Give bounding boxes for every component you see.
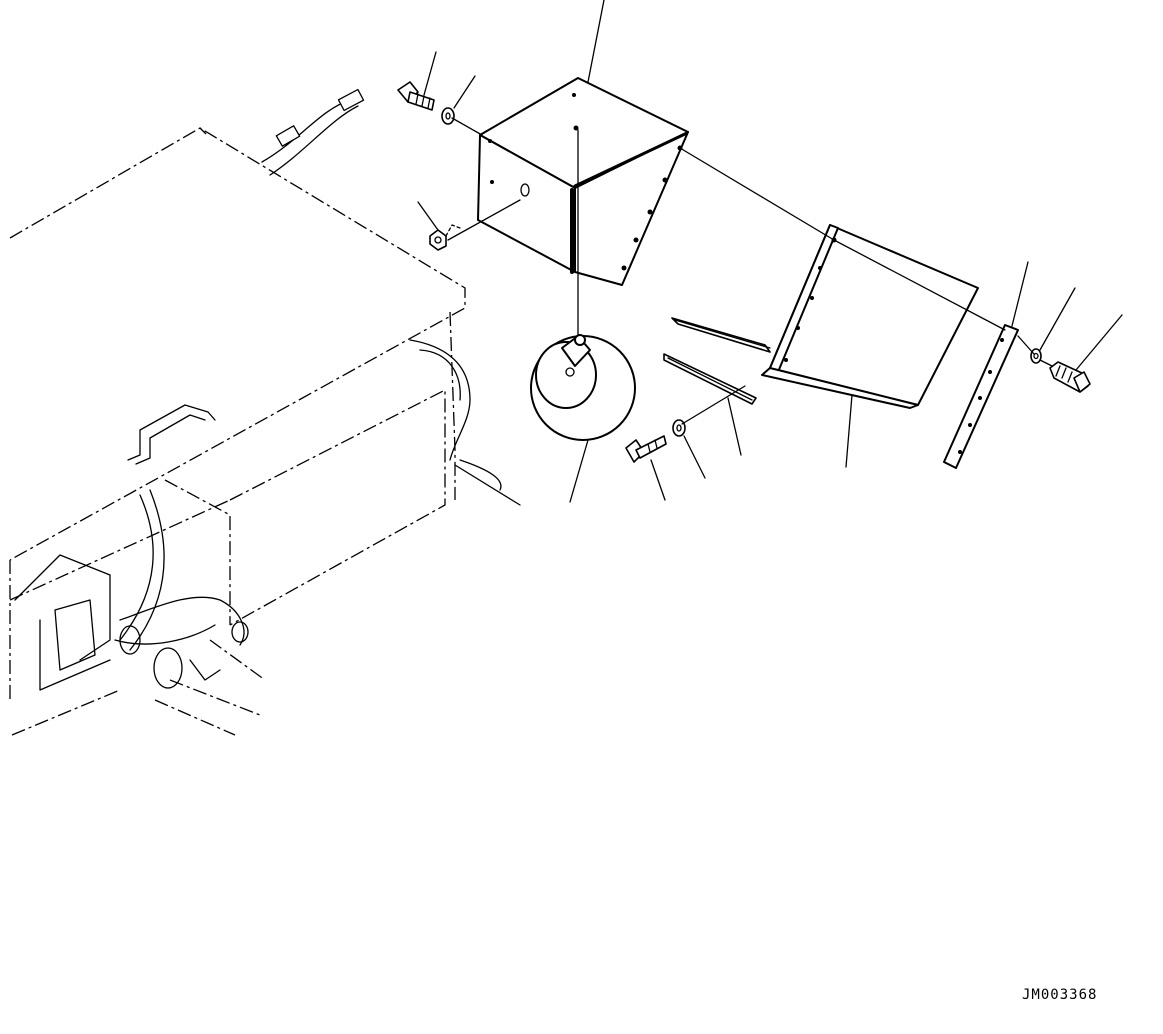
plate-lower <box>663 353 757 405</box>
horn-cover <box>477 77 689 286</box>
assembly-center-lines <box>447 117 1053 425</box>
frame-handle <box>127 404 216 465</box>
bolt-upper-left <box>397 81 435 111</box>
lower-fittings <box>14 554 249 691</box>
strap <box>943 324 1019 469</box>
washer-lower-center <box>672 419 686 437</box>
horn <box>530 334 636 441</box>
washer-upper-left <box>441 107 455 125</box>
washer-right <box>1030 348 1042 364</box>
bolt-lower-center <box>625 435 667 463</box>
drawing-reference-code: JM003368 <box>1022 987 1098 1003</box>
nut-left <box>429 224 461 251</box>
wiring-harness <box>119 88 521 651</box>
horn-bracket <box>761 224 979 409</box>
bolt-right <box>1049 361 1091 393</box>
leader-lines <box>417 0 1123 503</box>
plate-upper <box>671 317 771 353</box>
machine-frame-outline <box>9 127 466 736</box>
